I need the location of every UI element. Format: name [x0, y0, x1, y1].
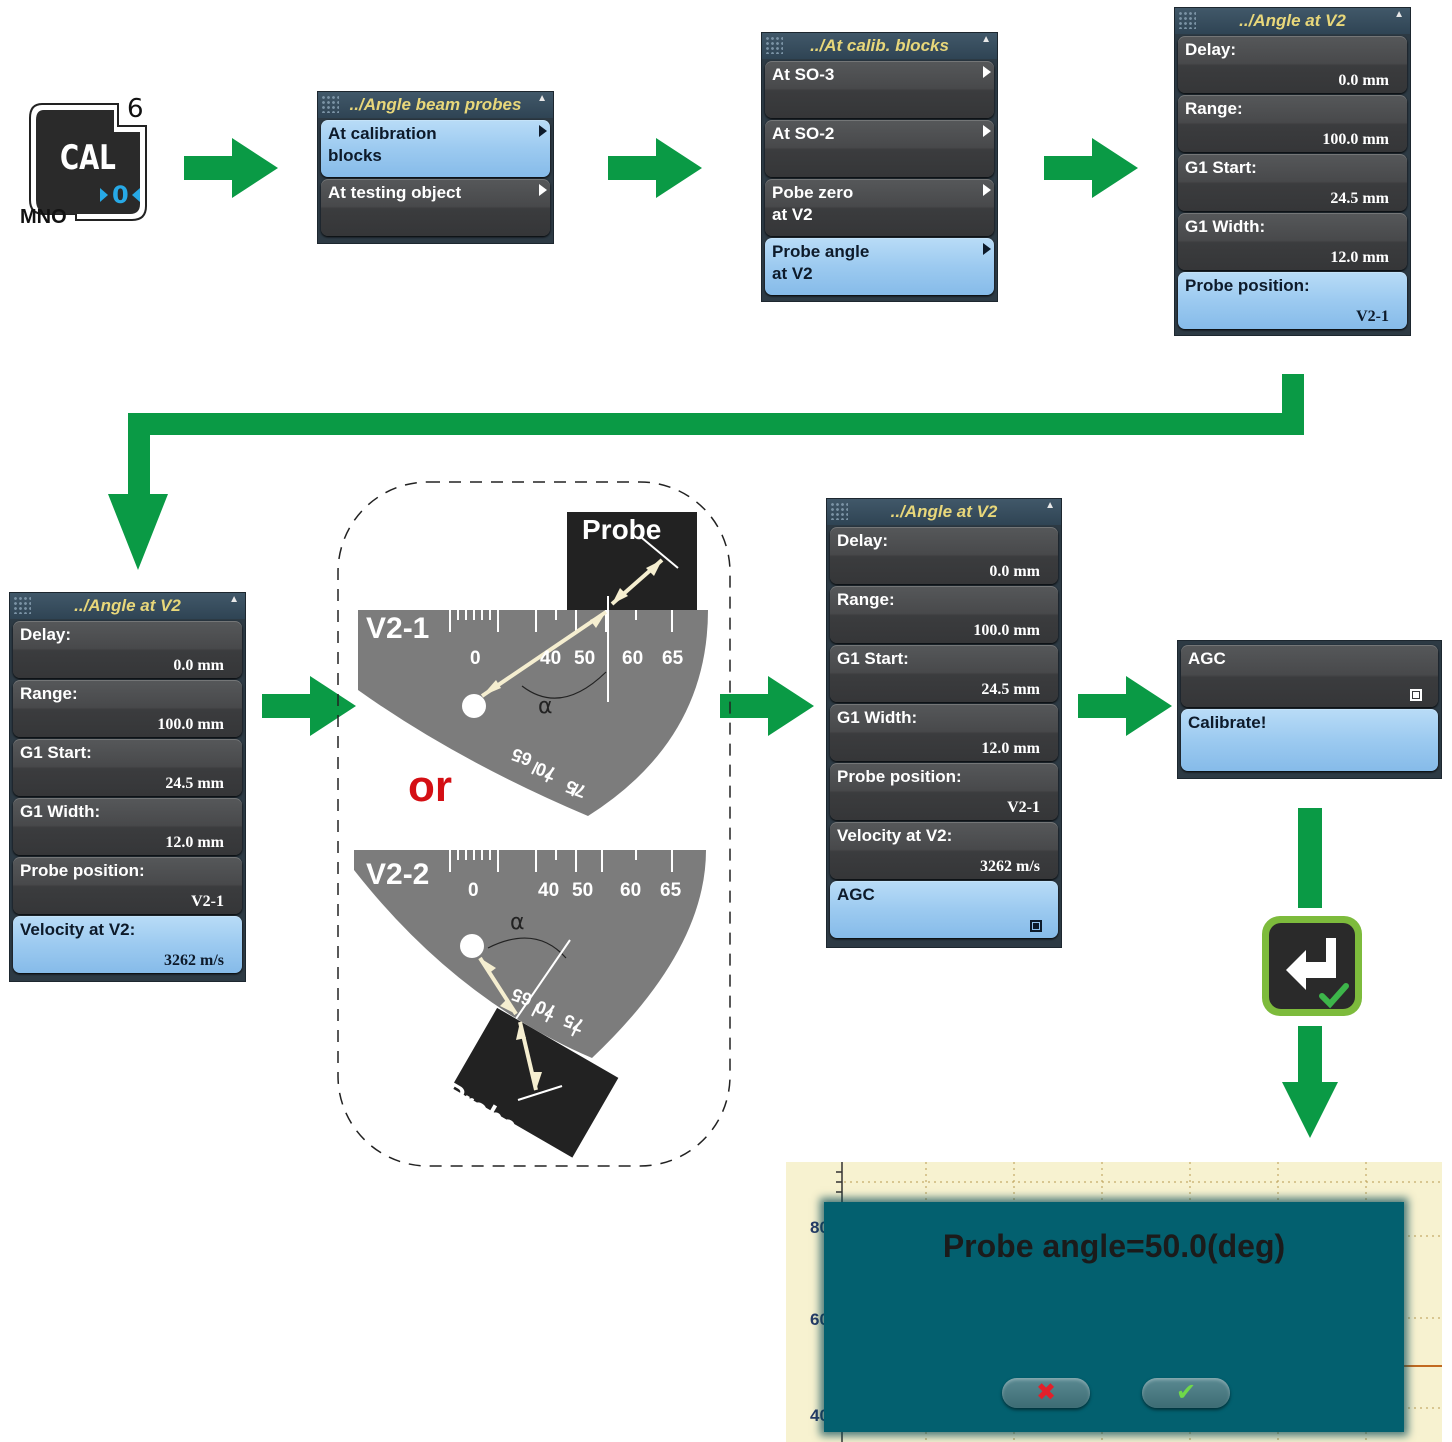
submenu-arrow-icon [539, 125, 547, 137]
flow-arrow-2 [608, 138, 702, 198]
param-agc[interactable]: AGC [1181, 645, 1438, 707]
v2-2-alpha: α [510, 910, 525, 935]
param-agc[interactable]: AGC [830, 881, 1058, 938]
param-probe-position[interactable]: Probe position:V2-1 [13, 857, 242, 914]
or-label: or [408, 762, 452, 811]
cal-key-letters: MNO [20, 206, 67, 228]
submenu-arrow-icon [983, 184, 991, 196]
menu-title: ../Angle at V2▲ [1175, 8, 1410, 34]
v2-1-tick-label: 0 [470, 648, 481, 669]
param-probe-position[interactable]: Probe position:V2-1 [1178, 272, 1407, 329]
menu-calib-blocks: ../At calib. blocks▲ At SO-3 At SO-2 Pob… [761, 32, 998, 302]
v2-2-tick-label: 65 [660, 880, 682, 901]
cal-key-label: CAL [60, 138, 116, 178]
v2-block-diagram: V2-1 Probe 0 40 50 60 65 α 65 70 75 or V… [336, 480, 732, 1168]
v2-2-tick-label: 60 [620, 880, 642, 901]
menu-title: ../Angle beam probes▲ [318, 92, 553, 118]
flow-arrow-5 [720, 676, 814, 736]
submenu-arrow-icon [983, 66, 991, 78]
close-icon: ✖ [1035, 1378, 1057, 1406]
param-delay[interactable]: Delay:0.0 mm [13, 621, 242, 678]
submenu-arrow-icon [983, 125, 991, 137]
menu-item-at-so-2[interactable]: At SO-2 [765, 120, 994, 177]
flow-arrow-1 [184, 138, 278, 198]
menu-angle-at-v2-step3: ../Angle at V2▲ Delay:0.0 mm Range:100.0… [826, 498, 1062, 948]
flow-arrow-3 [1044, 138, 1138, 198]
v2-1-tick-label: 60 [622, 648, 644, 669]
calibrate-button[interactable]: Calibrate! [1181, 709, 1438, 771]
agc-checkbox[interactable] [1410, 689, 1422, 701]
menu-title: ../Angle at V2▲ [827, 499, 1061, 525]
cal-key-icon[interactable]: 6 CAL 0 MNO [20, 94, 152, 230]
v2-2-tick-label: 50 [572, 880, 594, 901]
check-icon: ✔ [1175, 1378, 1197, 1406]
v2-1-alpha: α [538, 694, 553, 719]
probe-angle-dialog: Probe angle=50.0(deg) ✖ ✔ [824, 1202, 1404, 1432]
v2-1-tick-label: 50 [574, 648, 596, 669]
scroll-up-icon[interactable]: ▲ [229, 594, 239, 605]
menu-item-probe-zero-v2[interactable]: Pobe zero at V2 [765, 179, 994, 236]
scroll-up-icon[interactable]: ▲ [981, 34, 991, 45]
param-range[interactable]: Range:100.0 mm [13, 680, 242, 737]
flow-arrow-down-1 [1298, 808, 1322, 908]
param-g1-width[interactable]: G1 Width:12.0 mm [830, 704, 1058, 761]
param-range[interactable]: Range:100.0 mm [1178, 95, 1407, 152]
flow-arrow-6 [1078, 676, 1172, 736]
param-g1-start[interactable]: G1 Start:24.5 mm [1178, 154, 1407, 211]
menu-angle-at-v2-step1: ../Angle at V2▲ Delay:0.0 mm Range:100.0… [1174, 7, 1411, 336]
cal-key-zero-icon: 0 [98, 181, 142, 209]
param-delay[interactable]: Delay:0.0 mm [1178, 36, 1407, 93]
v2-1-probe-label: Probe [582, 514, 662, 545]
submenu-arrow-icon [983, 243, 991, 255]
menu-title: ../Angle at V2▲ [10, 593, 245, 619]
confirm-button[interactable]: ✔ [1142, 1378, 1230, 1408]
param-probe-position[interactable]: Probe position:V2-1 [830, 763, 1058, 820]
param-g1-start[interactable]: G1 Start:24.5 mm [13, 739, 242, 796]
menu-title: ../At calib. blocks▲ [762, 33, 997, 59]
result-screen: 80 60 40 Probe angle=50.0(deg) ✖ ✔ [786, 1162, 1442, 1442]
grip-icon [321, 95, 339, 113]
scroll-up-icon[interactable]: ▲ [1394, 9, 1404, 20]
param-velocity-at-v2[interactable]: Velocity at V2:3262 m/s [13, 916, 242, 973]
v2-1-label: V2-1 [366, 612, 430, 645]
agc-checkbox[interactable] [1030, 920, 1042, 932]
grip-icon [830, 502, 848, 520]
scroll-up-icon[interactable]: ▲ [1045, 500, 1055, 511]
enter-confirm-icon[interactable] [1260, 914, 1364, 1018]
cal-key-digit: 6 [127, 94, 144, 124]
param-delay[interactable]: Delay:0.0 mm [830, 527, 1058, 584]
submenu-arrow-icon [539, 184, 547, 196]
dialog-message: Probe angle=50.0(deg) [942, 1228, 1286, 1264]
flow-arrow-4 [262, 676, 356, 736]
menu-item-at-testing-object[interactable]: At testing object [321, 179, 550, 236]
v2-1-tick-label: 40 [540, 648, 562, 669]
menu-agc-calibrate: AGC Calibrate! [1177, 640, 1442, 779]
param-g1-width[interactable]: G1 Width:12.0 mm [13, 798, 242, 855]
scroll-up-icon[interactable]: ▲ [537, 93, 547, 104]
v2-2-tick-label: 40 [538, 880, 560, 901]
menu-angle-beam-probes: ../Angle beam probes▲ At calibration blo… [317, 91, 554, 244]
menu-item-probe-angle-v2[interactable]: Probe angle at V2 [765, 238, 994, 295]
param-g1-width[interactable]: G1 Width:12.0 mm [1178, 213, 1407, 270]
param-velocity-at-v2[interactable]: Velocity at V2:3262 m/s [830, 822, 1058, 879]
flow-connector [108, 374, 1304, 570]
grip-icon [13, 596, 31, 614]
menu-item-at-calibration-blocks[interactable]: At calibration blocks [321, 120, 550, 177]
v2-1-tick-label: 65 [662, 648, 684, 669]
v2-2-tick-label: 0 [468, 880, 479, 901]
param-range[interactable]: Range:100.0 mm [830, 586, 1058, 643]
cancel-button[interactable]: ✖ [1002, 1378, 1090, 1408]
grip-icon [1178, 11, 1196, 29]
grip-icon [765, 36, 783, 54]
menu-angle-at-v2-step2: ../Angle at V2▲ Delay:0.0 mm Range:100.0… [9, 592, 246, 982]
param-g1-start[interactable]: G1 Start:24.5 mm [830, 645, 1058, 702]
v2-2-label: V2-2 [366, 858, 430, 891]
flow-arrow-down-2 [1282, 1026, 1338, 1138]
menu-item-at-so-3[interactable]: At SO-3 [765, 61, 994, 118]
